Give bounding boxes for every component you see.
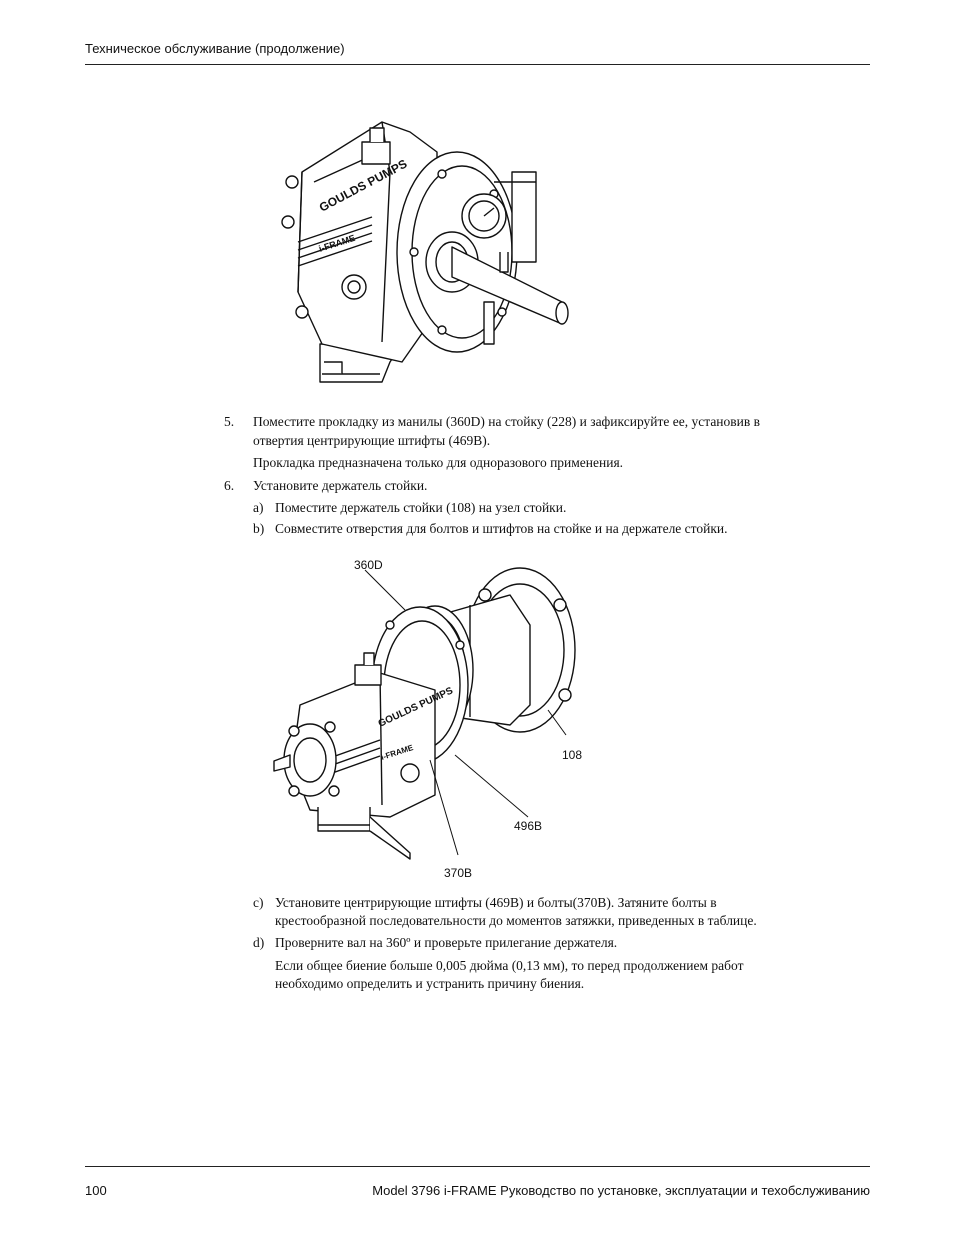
- leader-108: [547, 709, 567, 736]
- figure-frame-adapter-assembly: 360D 108 496B 370B GOULDS PUMPS i-FRAME: [273, 558, 582, 880]
- substep-a-text: Поместите держатель стойки (108) на узел…: [275, 500, 567, 515]
- step-5-note: Прокладка предназначена только для однор…: [253, 455, 624, 470]
- substep-a-label: a): [253, 500, 264, 515]
- footer-divider: [85, 1166, 870, 1167]
- substep-b-label: b): [253, 521, 265, 536]
- header-divider: [85, 64, 870, 65]
- callout-360d: 360D: [354, 558, 383, 572]
- substep-c-line-1: Установите центрирующие штифты (469B) и …: [275, 895, 717, 910]
- substep-c-label: c): [253, 895, 264, 910]
- figure-frame-runout-check: GOULDS PUMPS i-FRAME: [281, 121, 569, 383]
- step-6-number: 6.: [224, 478, 235, 493]
- step-5-line-1: Поместите прокладку из манилы (360D) на …: [253, 414, 761, 429]
- substep-c-line-2: крестообразной последовательности до мом…: [275, 913, 757, 928]
- substep-d-label: d): [253, 935, 265, 950]
- leader-370b: [429, 759, 459, 856]
- running-header: Техническое обслуживание (продолжение): [85, 41, 345, 56]
- substep-d-note-2: необходимо определить и устранить причин…: [275, 976, 585, 991]
- leader-360d: [364, 569, 406, 611]
- step-5-number: 5.: [224, 414, 235, 429]
- substep-d-text: Проверните вал на 360º и проверьте приле…: [275, 935, 618, 950]
- callout-108: 108: [562, 748, 582, 762]
- document-title: Model 3796 i-FRAME Руководство по устано…: [372, 1183, 870, 1198]
- step-5-line-2: отвертия центрирующие штифты (469B).: [253, 433, 491, 448]
- substep-d-note-1: Если общее биение больше 0,005 дюйма (0,…: [275, 958, 744, 973]
- step-6-text: Установите держатель стойки.: [253, 478, 428, 493]
- page-number: 100: [85, 1183, 107, 1198]
- callout-370b: 370B: [444, 866, 472, 880]
- callout-496b: 496B: [514, 819, 542, 833]
- substep-b-text: Совместите отверстия для болтов и штифто…: [275, 521, 728, 536]
- leader-496b: [454, 754, 529, 818]
